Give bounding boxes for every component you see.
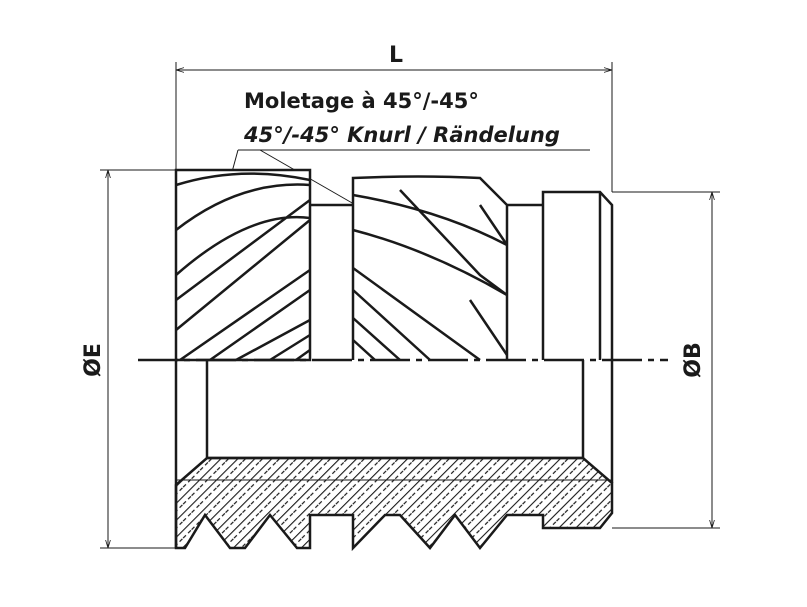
dimension-b-label: ØB (681, 342, 706, 377)
dimension-b (612, 191, 720, 529)
dimension-l (175, 62, 613, 192)
knurl-section-left (174, 168, 312, 362)
dimension-e-label: ØE (81, 343, 106, 377)
knurl-section-right (351, 175, 509, 362)
dimension-e (100, 169, 176, 549)
hatched-section (174, 456, 614, 552)
annotation-english-german: 45°/-45° Knurl / Rändelung (243, 123, 560, 147)
shoulder (541, 190, 614, 360)
annotation-french: Moletage à 45°/-45° (244, 89, 479, 113)
dimension-l-label: L (389, 43, 403, 68)
